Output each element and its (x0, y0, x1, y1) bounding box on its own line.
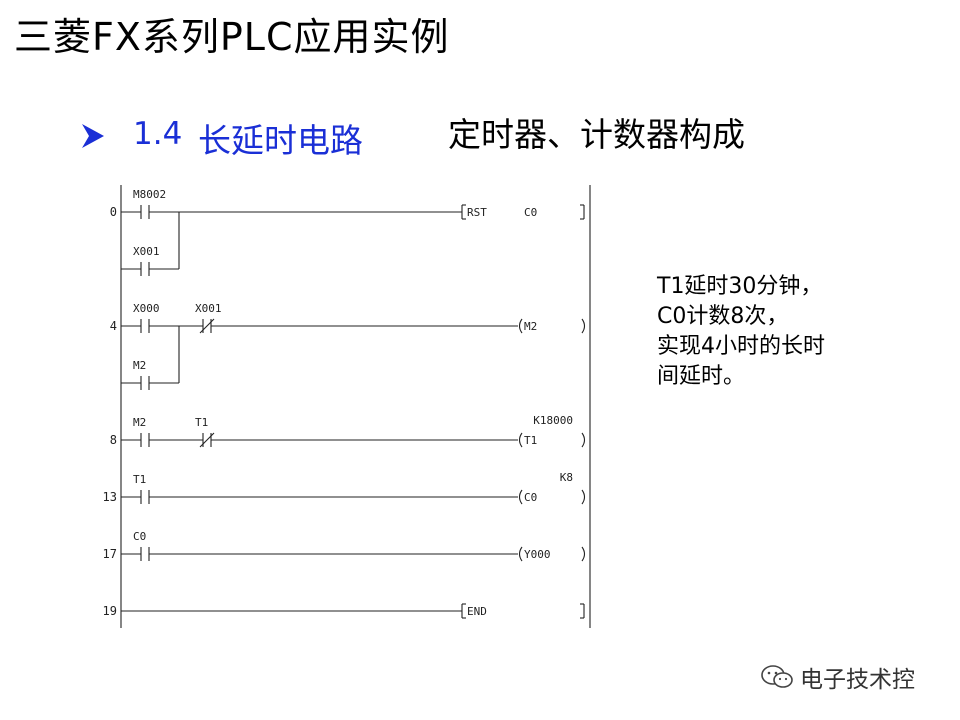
instruction-operand: C0 (524, 206, 537, 219)
nc-contact-slash (199, 432, 215, 448)
step-number: 8 (110, 433, 117, 447)
wechat-icon (761, 665, 793, 688)
contact-label: X001 (195, 302, 222, 315)
step-number: 19 (103, 604, 117, 618)
contact-label: C0 (133, 530, 146, 543)
coil-setting: K18000 (533, 414, 573, 427)
coil-operand: T1 (524, 434, 537, 447)
coil-left-bracket (518, 318, 523, 334)
coil-right-bracket (581, 489, 586, 505)
contact-label: X000 (133, 302, 160, 315)
contact-label: X001 (133, 245, 160, 258)
instruction-label: RST (467, 206, 487, 219)
coil-right-bracket (581, 546, 586, 562)
coil-right-bracket (581, 318, 586, 334)
coil-left-bracket (518, 489, 523, 505)
note-line: 实现4小时的长时 (657, 334, 825, 359)
coil-left-bracket (518, 546, 523, 562)
arrow-bullet-icon (82, 124, 104, 148)
coil-setting: K8 (560, 471, 573, 484)
section-title: 长延时电路 (198, 121, 363, 160)
watermark-text: 电子技术控 (800, 667, 915, 693)
watermark: 电子技术控 (760, 660, 915, 694)
coil-operand: M2 (524, 320, 537, 333)
coil-left-bracket (518, 432, 523, 448)
step-number: 13 (103, 490, 117, 504)
coil-operand: Y000 (524, 548, 551, 561)
section-subtitle: 定时器、计数器构成 (448, 115, 745, 154)
explanation-note: T1延时30分钟， C0计数8次， 实现4小时的长时 间延时。 (657, 272, 825, 392)
instruction-label: END (467, 605, 487, 618)
contact-label: T1 (195, 416, 208, 429)
nc-contact-slash (199, 318, 215, 334)
contact-label: T1 (133, 473, 146, 486)
note-line: T1延时30分钟， (657, 274, 823, 299)
contact-label: M2 (133, 359, 146, 372)
page-title: 三菱FX系列PLC应用实例 (14, 15, 450, 59)
step-number: 0 (110, 205, 117, 219)
coil-right-bracket (581, 432, 586, 448)
step-number: 17 (103, 547, 117, 561)
coil-operand: C0 (524, 491, 537, 504)
note-line: C0计数8次， (657, 304, 789, 329)
note-line: 间延时。 (657, 364, 746, 389)
contact-label: M2 (133, 416, 146, 429)
section-number: 1.4 (133, 116, 183, 152)
contact-label: M8002 (133, 188, 166, 201)
step-number: 4 (110, 319, 117, 333)
